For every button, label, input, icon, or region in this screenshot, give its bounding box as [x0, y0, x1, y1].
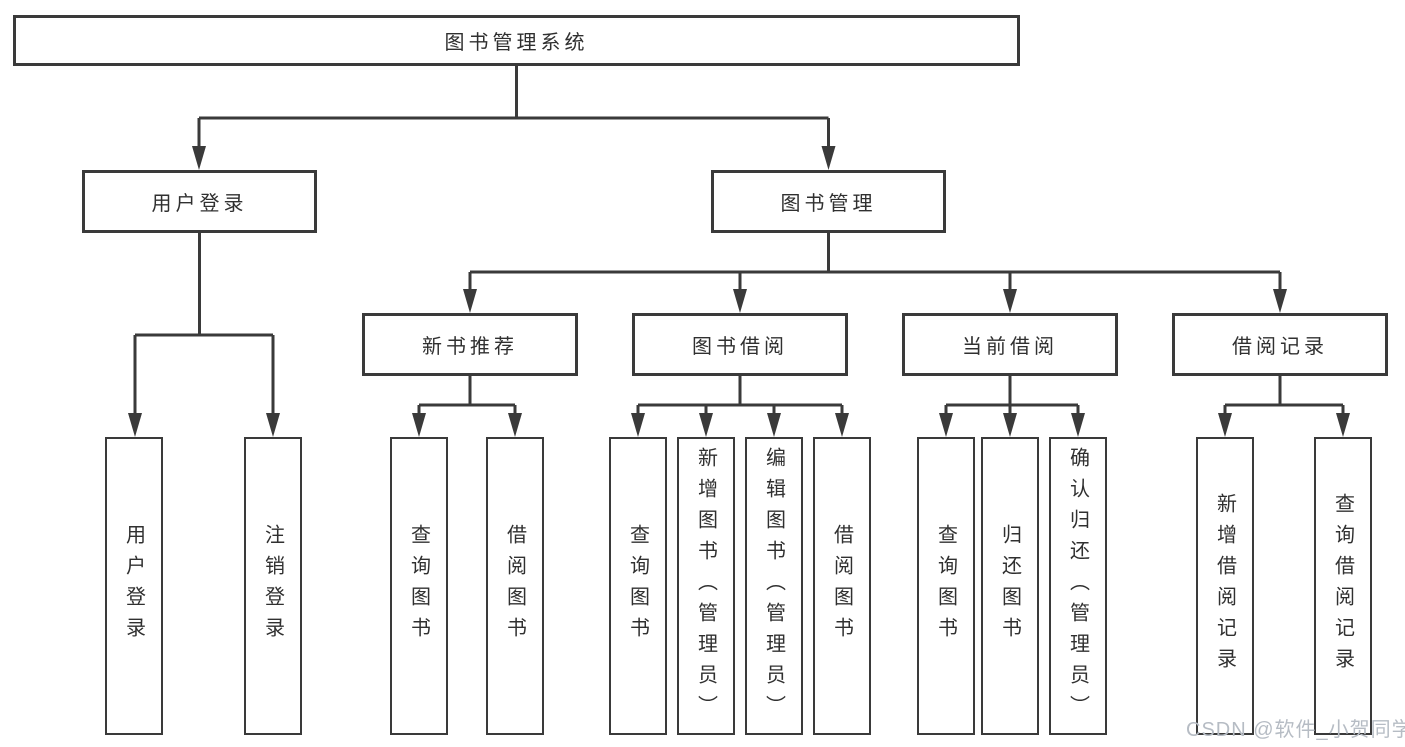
- node-leaf-borrow-books-borrowing: 借阅图书: [813, 437, 871, 735]
- node-leaf-search-books-current-label: 查询图书: [934, 524, 957, 648]
- node-leaf-search-borrow-record-label: 查询借阅记录: [1331, 493, 1354, 679]
- node-current-borrowing-label: 当前借阅: [962, 336, 1058, 358]
- connector-root-to-level2: [192, 66, 836, 170]
- watermark-text: CSDN @软件_小贺同学: [1186, 719, 1405, 741]
- node-book-management-label: 图书管理: [780, 193, 877, 215]
- node-book-management: 图书管理: [711, 170, 946, 233]
- node-leaf-user-login: 用户登录: [105, 437, 163, 735]
- node-leaf-add-borrow-record: 新增借阅记录: [1196, 437, 1254, 735]
- node-leaf-user-login-label: 用户登录: [122, 524, 145, 648]
- node-leaf-confirm-return-admin-label: 确认归还（管理员）: [1066, 446, 1089, 726]
- node-borrowing-records: 借阅记录: [1172, 313, 1388, 376]
- node-leaf-logout-label: 注销登录: [261, 524, 284, 648]
- node-leaf-return-books: 归还图书: [981, 437, 1039, 735]
- connector-book-borrowing-to-leaves: [631, 376, 849, 437]
- node-leaf-logout: 注销登录: [244, 437, 302, 735]
- node-new-book-recommendation: 新书推荐: [362, 313, 578, 376]
- node-library-system-label: 图书管理系统: [444, 32, 589, 54]
- node-leaf-edit-books-admin: 编辑图书（管理员）: [745, 437, 803, 735]
- node-leaf-edit-books-admin-label: 编辑图书（管理员）: [762, 446, 785, 726]
- node-leaf-add-books-admin-label: 新增图书（管理员）: [694, 446, 717, 726]
- node-leaf-search-books-borrowing: 查询图书: [609, 437, 667, 735]
- node-leaf-search-books-recommend: 查询图书: [390, 437, 448, 735]
- node-leaf-borrow-books-recommend-label: 借阅图书: [503, 524, 526, 648]
- node-leaf-search-books-current: 查询图书: [917, 437, 975, 735]
- node-user-login: 用户登录: [82, 170, 317, 233]
- node-book-borrowing: 图书借阅: [632, 313, 848, 376]
- node-new-book-recommendation-label: 新书推荐: [422, 336, 518, 358]
- connector-current-borrowing-to-leaves: [939, 376, 1085, 437]
- node-leaf-search-borrow-record: 查询借阅记录: [1314, 437, 1372, 735]
- node-leaf-add-books-admin: 新增图书（管理员）: [677, 437, 735, 735]
- node-user-login-label: 用户登录: [151, 193, 248, 215]
- node-leaf-search-books-borrowing-label: 查询图书: [626, 524, 649, 648]
- node-leaf-borrow-books-recommend: 借阅图书: [486, 437, 544, 735]
- connector-user-login-to-leaves: [128, 233, 280, 437]
- connector-borrowing-records-to-leaves: [1218, 376, 1350, 437]
- node-book-borrowing-label: 图书借阅: [692, 336, 788, 358]
- node-current-borrowing: 当前借阅: [902, 313, 1118, 376]
- node-leaf-confirm-return-admin: 确认归还（管理员）: [1049, 437, 1107, 735]
- node-leaf-borrow-books-borrowing-label: 借阅图书: [830, 524, 853, 648]
- connector-book-management-to-level3: [463, 233, 1287, 313]
- node-library-system: 图书管理系统: [13, 15, 1020, 66]
- node-leaf-add-borrow-record-label: 新增借阅记录: [1213, 493, 1236, 679]
- node-borrowing-records-label: 借阅记录: [1232, 336, 1328, 358]
- connector-new-book-to-leaves: [412, 376, 522, 437]
- node-leaf-return-books-label: 归还图书: [998, 524, 1021, 648]
- node-leaf-search-books-recommend-label: 查询图书: [407, 524, 430, 648]
